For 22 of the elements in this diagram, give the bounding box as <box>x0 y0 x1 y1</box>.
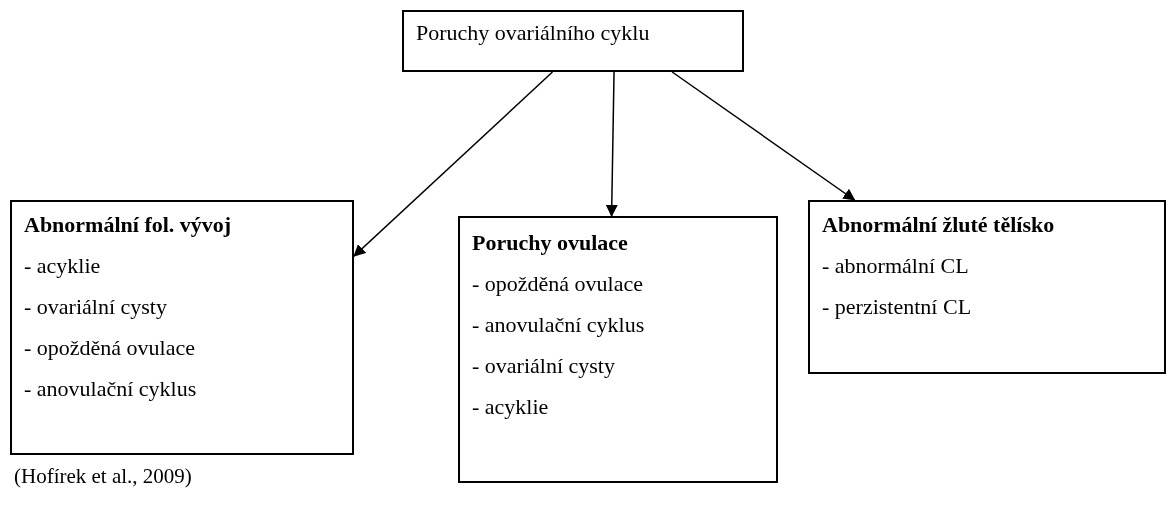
text-box <box>808 200 1166 374</box>
arrow <box>671 71 856 201</box>
text-box <box>402 10 744 72</box>
list-item: - acyklie <box>472 394 549 420</box>
list-item: - anovulační cyklus <box>472 312 645 338</box>
text-box <box>10 200 354 455</box>
citation-text: (Hofírek et al., 2009) <box>14 463 192 489</box>
text-box <box>458 216 778 483</box>
list-item: - abnormální CL <box>822 253 969 279</box>
list-item: - perzistentní CL <box>822 294 972 320</box>
list-item: - opožděná ovulace <box>24 335 196 361</box>
heading-text: Abnormální žluté tělísko <box>822 212 1055 238</box>
list-item: - anovulační cyklus <box>24 376 197 402</box>
list-item: - opožděná ovulace <box>472 271 644 297</box>
arrow <box>353 71 554 257</box>
title-text: Poruchy ovariálního cyklu <box>416 20 650 46</box>
arrow <box>605 71 618 217</box>
list-item: - ovariální cysty <box>24 294 167 320</box>
heading-text: Poruchy ovulace <box>472 230 628 256</box>
list-item: - ovariální cysty <box>472 353 615 379</box>
list-item: - acyklie <box>24 253 101 279</box>
heading-text: Abnormální fol. vývoj <box>24 212 232 238</box>
